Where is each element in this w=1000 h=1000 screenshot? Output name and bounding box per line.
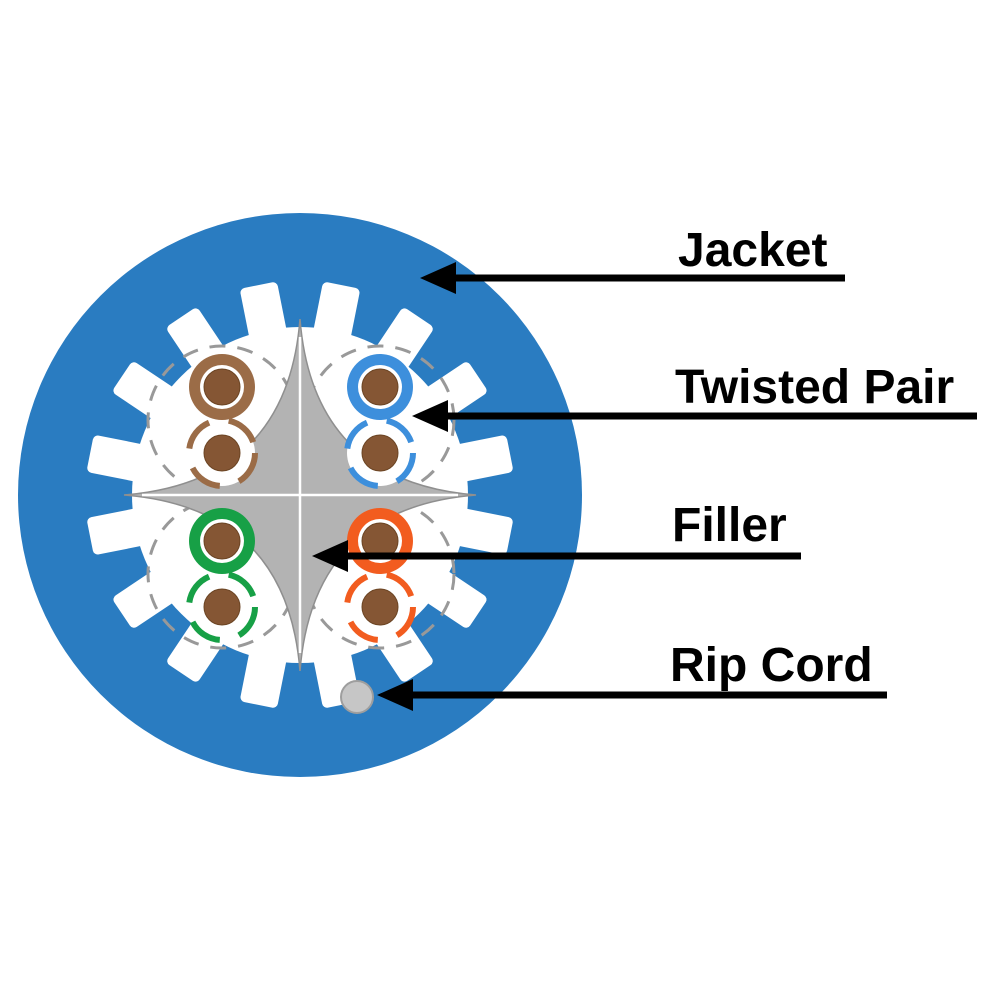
gear-tooth	[422, 568, 487, 628]
callout-filler: Filler	[312, 499, 801, 572]
rip-cord-circle	[340, 680, 374, 714]
white-green-wire-conductor	[203, 588, 241, 626]
callout-jacket: Jacket	[420, 224, 845, 294]
callout-twisted-pair: Twisted Pair	[412, 361, 977, 432]
gear-tooth	[240, 282, 287, 343]
white-blue-wire-conductor	[361, 434, 399, 472]
green-wire-conductor	[203, 522, 241, 560]
gear-tooth	[240, 647, 287, 708]
gear-tooth	[87, 508, 148, 555]
blue-wire-conductor	[361, 368, 399, 406]
gear-tooth	[452, 508, 513, 555]
gear-tooth	[313, 282, 360, 343]
jacket-arrowhead-icon	[420, 262, 456, 294]
filler-arrowhead-icon	[312, 540, 348, 572]
rip-cord-arrowhead-icon	[377, 679, 413, 711]
brown-wire-conductor	[203, 368, 241, 406]
gear-tooth	[113, 568, 178, 628]
rip-cord-label: Rip Cord	[670, 639, 873, 692]
twisted-pair-brown	[186, 354, 258, 489]
twisted-pair-blue	[344, 354, 416, 489]
callout-rip-cord: Rip Cord	[377, 639, 887, 711]
gear-tooth	[452, 435, 513, 482]
gear-tooth	[87, 435, 148, 482]
white-brown-wire-conductor	[203, 434, 241, 472]
twisted-pair-label: Twisted Pair	[675, 361, 954, 414]
jacket-label: Jacket	[678, 224, 827, 277]
twisted-pair-arrowhead-icon	[412, 400, 448, 432]
twisted-pair-green	[186, 508, 258, 643]
white-orange-wire-conductor	[361, 588, 399, 626]
gear-tooth	[113, 362, 178, 422]
filler-label: Filler	[672, 499, 787, 552]
